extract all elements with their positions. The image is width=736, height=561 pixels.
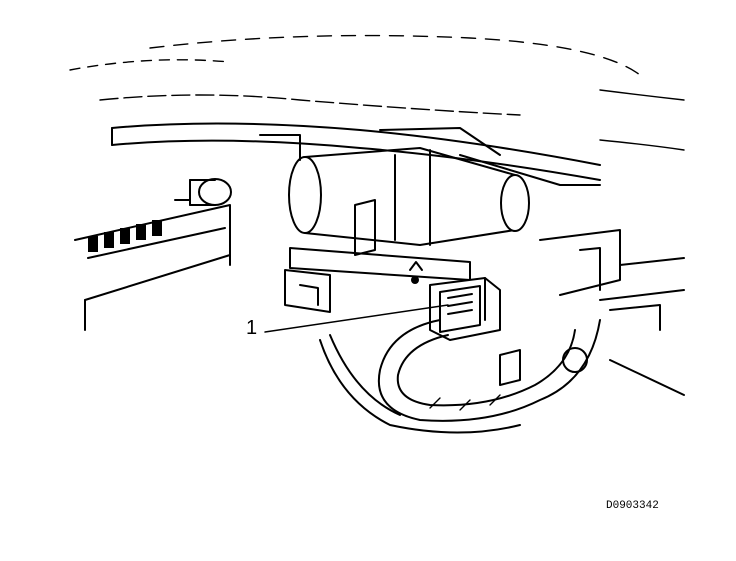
motor-housing	[259, 127, 601, 256]
upper-tube	[111, 122, 601, 181]
wiring-harness	[319, 319, 601, 434]
upper-body-outline	[69, 34, 685, 151]
adjuster-knob	[174, 178, 232, 206]
right-bracket	[499, 229, 685, 396]
callout-leader-line	[264, 304, 449, 333]
callout-label-1: 1	[246, 317, 258, 339]
connector-plug	[429, 277, 501, 341]
document-id: D0903342	[606, 500, 659, 512]
left-rail	[74, 204, 231, 331]
